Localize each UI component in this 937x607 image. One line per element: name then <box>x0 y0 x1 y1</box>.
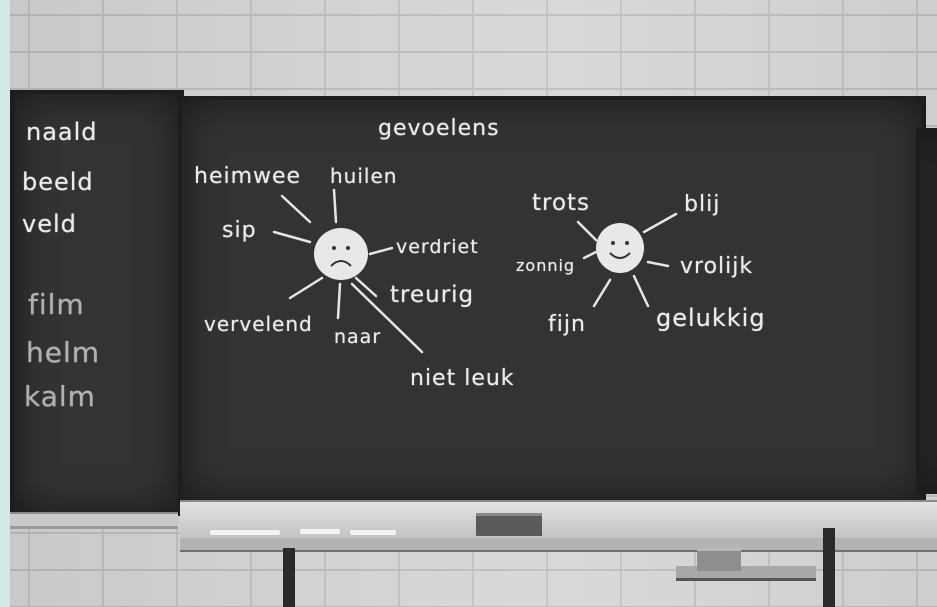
stand-leg <box>283 548 295 607</box>
board-rail <box>180 538 937 552</box>
chalk-ledge-left <box>10 512 178 529</box>
word-helm: helm <box>26 336 101 369</box>
word-treurig: treurig <box>390 282 475 308</box>
word-vrolijk: vrolijk <box>680 254 754 279</box>
word-blij: blij <box>684 192 721 217</box>
word-kalm: kalm <box>24 380 96 413</box>
sad-sun-face <box>314 228 368 280</box>
word-verdriet: verdriet <box>396 236 479 258</box>
word-sip: sip <box>222 218 257 243</box>
chalk-stick <box>210 530 280 535</box>
word-niet-leuk: niet leuk <box>410 366 515 391</box>
left-border <box>0 0 10 607</box>
word-fijn: fijn <box>548 312 586 337</box>
stand-leg <box>823 528 835 607</box>
happy-face-icon <box>609 241 631 259</box>
word-zonnig: zonnig <box>516 256 576 275</box>
word-beeld: beeld <box>22 168 94 196</box>
word-huilen: huilen <box>330 164 398 188</box>
word-gelukkig: gelukkig <box>656 304 766 332</box>
word-naar: naar <box>334 326 382 348</box>
happy-sun-face <box>596 223 644 273</box>
chalk-stick <box>350 530 396 535</box>
board-title: gevoelens <box>378 116 500 141</box>
chalkboard-main-panel <box>178 96 926 504</box>
word-vervelend: vervelend <box>204 312 313 336</box>
chalkboard-right-panel <box>916 128 937 494</box>
board-eraser <box>476 513 542 536</box>
word-veld: veld <box>22 210 77 238</box>
word-film: film <box>28 288 85 321</box>
sad-face-icon <box>330 246 352 267</box>
word-naald: naald <box>26 118 98 146</box>
word-heimwee: heimwee <box>194 164 302 189</box>
chalk-stick <box>300 529 340 534</box>
small-box <box>697 548 741 571</box>
word-trots: trots <box>532 190 591 216</box>
